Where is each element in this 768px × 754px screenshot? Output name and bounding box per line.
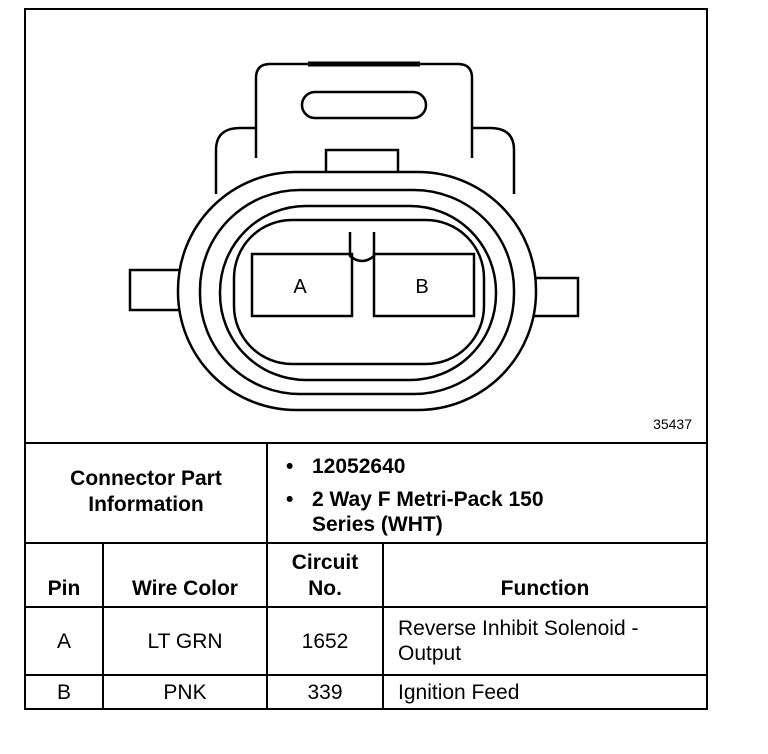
row-function-text: Reverse Inhibit Solenoid - Output — [398, 617, 639, 665]
table-row: B PNK 339 Ignition Feed — [26, 676, 706, 708]
part-number: 12052640 — [312, 455, 406, 478]
body-middle-oval — [198, 188, 516, 396]
row-wire-color: LT GRN — [104, 608, 268, 674]
right-side-tab — [530, 276, 580, 318]
row-wire-color: PNK — [104, 676, 268, 708]
bullet-icon: • — [286, 455, 294, 478]
connector-info-values: • 12052640 • 2 Way F Metri-Pack 150 Seri… — [268, 442, 706, 542]
latch-slot — [300, 90, 428, 120]
connector-type: 2 Way F Metri-Pack 150 Series (WHT) — [312, 488, 544, 536]
connector-info-row: Connector Part Information • 12052640 • … — [26, 442, 706, 544]
connector-diagram: A B 35437 — [26, 10, 706, 444]
header-pin: Pin — [26, 544, 104, 606]
row-pin: A — [26, 608, 104, 674]
pin-b-label: B — [415, 276, 428, 298]
header-circuit-no-text: Circuit No. — [291, 551, 359, 600]
left-side-tab — [128, 268, 184, 312]
right-shoulder — [472, 126, 516, 194]
header-function: Function — [500, 577, 590, 600]
terminal-cavity — [232, 218, 486, 366]
row-circuit-no: 1652 — [268, 608, 384, 674]
figure-number: 35437 — [653, 416, 692, 432]
latch-outline — [254, 62, 474, 158]
connector-info-label-text: Connector Part Information — [70, 467, 222, 516]
row-pin: B — [26, 676, 104, 708]
row-function: Ignition Feed — [398, 680, 520, 704]
left-shoulder — [214, 126, 256, 194]
connector-info-label: Connector Part Information — [26, 442, 268, 542]
table-row: A LT GRN 1652 Reverse Inhibit Solenoid -… — [26, 608, 706, 676]
connector-face-drawing: A B — [128, 61, 580, 412]
header-circuit-no: Circuit No. — [268, 544, 384, 606]
pin-a-label: A — [293, 276, 307, 298]
row-function: Reverse Inhibit Solenoid - Output — [384, 608, 706, 674]
connector-info-item: • 2 Way F Metri-Pack 150 Series (WHT) — [286, 487, 582, 537]
connector-info-item: • 12052640 — [286, 454, 706, 479]
body-inner-oval — [218, 204, 498, 382]
pin-a-box — [250, 252, 354, 318]
header-wire-color: Wire Color — [104, 544, 268, 606]
table-header-row: Pin Wire Color Circuit No. Function — [26, 544, 706, 608]
body-outer-oval — [176, 170, 538, 412]
pin-b-box — [372, 252, 476, 318]
connector-sheet: A B 35437 Connector Part Information • 1… — [24, 8, 708, 710]
row-circuit-no: 339 — [268, 676, 384, 708]
bullet-icon: • — [286, 488, 294, 511]
